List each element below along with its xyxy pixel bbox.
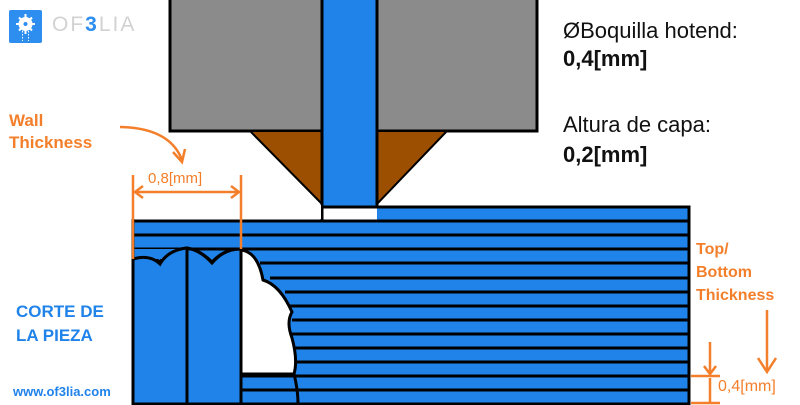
logo-prefix: OF xyxy=(52,13,86,36)
top-bottom-measure: 0,4[mm] xyxy=(718,378,776,395)
top-bottom-dimension xyxy=(691,310,778,405)
wall-thickness-measure: 0,8[mm] xyxy=(148,170,203,187)
extruding-layer xyxy=(377,207,689,221)
logo-accent: 3 xyxy=(85,13,99,36)
nozzle-tip-left xyxy=(247,130,323,207)
heater-block-right xyxy=(375,0,539,133)
filament-column xyxy=(322,0,377,207)
layer-height-value: 0,2[mm] xyxy=(563,142,648,167)
section-label: CORTE DE LA PIEZA xyxy=(16,302,104,345)
infill-cavity xyxy=(239,248,298,376)
nozzle-diameter-value: 0,4[mm] xyxy=(563,46,648,71)
nozzle-diameter-label: ØBoquilla hotend: xyxy=(563,18,738,43)
nozzle-tip-right xyxy=(376,130,450,207)
heater-block-left xyxy=(168,0,324,133)
gear-bulb-icon xyxy=(16,14,35,41)
wall-thickness-dimension xyxy=(119,125,243,259)
layer-height-label: Altura de capa: xyxy=(563,112,711,137)
top-bottom-thickness-label: Top/ Bottom Thickness xyxy=(696,241,775,304)
wall-thickness-label: Wall Thickness xyxy=(9,111,93,152)
logo-wordmark: OF3LIA xyxy=(52,13,136,37)
logo-icon xyxy=(9,10,42,43)
printed-part xyxy=(131,205,691,405)
website-link[interactable]: www.of3lia.com xyxy=(13,384,111,399)
logo-suffix: LIA xyxy=(98,13,137,36)
